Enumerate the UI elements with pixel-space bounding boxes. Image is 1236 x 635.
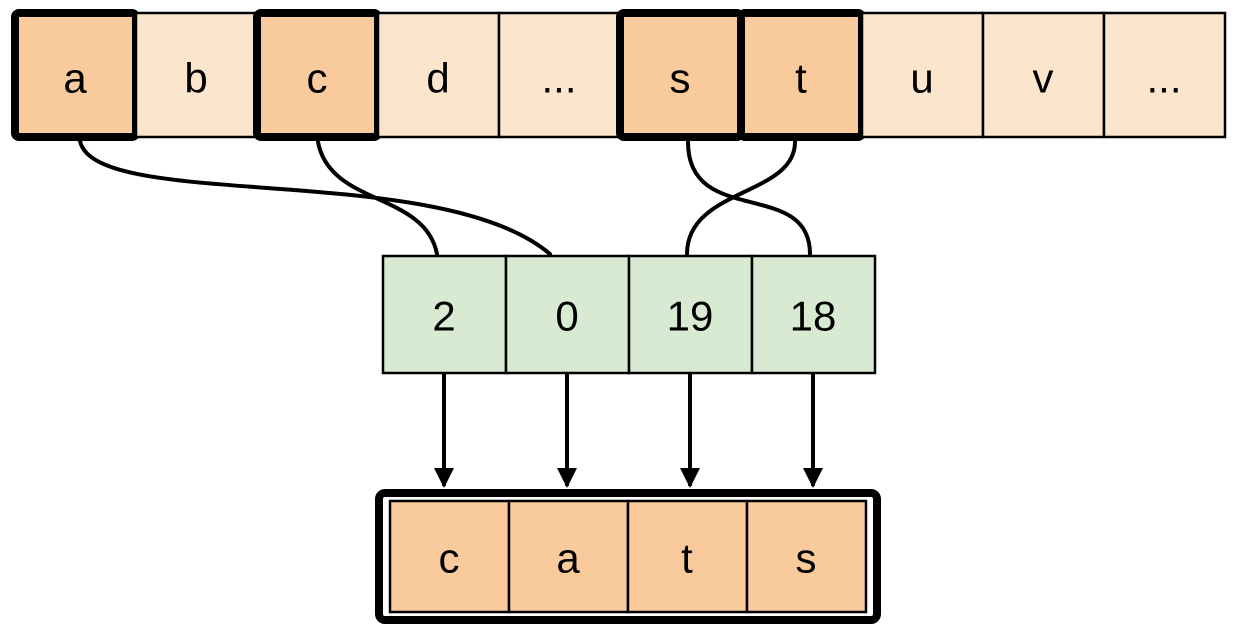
curve-a-to-0	[78, 139, 552, 256]
alphabet-cell-a: a	[11, 9, 140, 141]
result-cell-s-box	[745, 499, 868, 614]
alphabet-cell-u-box	[860, 11, 985, 139]
alphabet-cell-b-label: b	[184, 55, 207, 102]
curve-s-to-18	[686, 140, 812, 256]
index-cell-0: 0	[504, 254, 631, 375]
result-cell-a-label: a	[556, 535, 580, 582]
index-cell-19: 19	[627, 254, 754, 375]
alphabet-cell-b: b	[134, 11, 259, 139]
result-cell-t: t	[626, 499, 749, 614]
alphabet-cell-u-label: u	[910, 55, 933, 102]
result-row: c a t s	[375, 489, 881, 624]
alphabet-cell-s-label: s	[670, 55, 691, 102]
index-cell-18-box	[750, 254, 877, 375]
alphabet-cell-ellipsis-1-label: ...	[541, 55, 576, 102]
alphabet-cell-ellipsis-1: ...	[497, 11, 622, 139]
alphabet-cell-v-box	[981, 11, 1106, 139]
alphabet-cell-t: t	[737, 9, 866, 141]
alphabet-cell-t-label: t	[795, 55, 807, 102]
index-to-result-arrows	[434, 374, 823, 488]
alphabet-cell-ellipsis-2-label: ...	[1146, 55, 1181, 102]
result-cell-c: c	[388, 499, 511, 614]
alphabet-cell-b-box	[134, 11, 259, 139]
result-cell-t-label: t	[681, 535, 693, 582]
alphabet-cell-s: s	[616, 9, 745, 141]
alphabet-cell-v: v	[981, 11, 1106, 139]
result-cell-a: a	[507, 499, 630, 614]
result-cell-s-label: s	[796, 535, 817, 582]
index-cell-18: 18	[750, 254, 877, 375]
index-cell-19-value: 19	[667, 293, 714, 340]
alphabet-cell-v-label: v	[1033, 55, 1054, 102]
alphabet-cell-d: d	[376, 11, 501, 139]
index-cell-18-value: 18	[790, 293, 837, 340]
index-cell-0-value: 0	[555, 293, 578, 340]
result-cell-c-label: c	[439, 535, 460, 582]
index-cell-2-value: 2	[432, 293, 455, 340]
index-cell-2: 2	[381, 254, 508, 375]
alphabet-cell-ellipsis-2: ...	[1102, 11, 1227, 139]
alphabet-cell-c: c	[253, 9, 382, 141]
alphabet-cell-d-label: d	[426, 55, 449, 102]
alphabet-cell-u: u	[860, 11, 985, 139]
result-cell-a-box	[507, 499, 630, 614]
result-cell-c-box	[388, 499, 511, 614]
index-row: 2 0 19 18	[381, 254, 877, 375]
result-cell-s: s	[745, 499, 868, 614]
alphabet-cell-ellipsis-2-box	[1102, 11, 1227, 139]
alphabet-row: a b c d ... s t u	[11, 9, 1227, 141]
curve-t-to-19	[685, 140, 797, 256]
alphabet-cell-c-label: c	[307, 55, 328, 102]
curve-c-to-2	[316, 140, 439, 256]
index-cell-0-box	[504, 254, 631, 375]
mapping-curves	[78, 139, 812, 256]
result-cell-t-box	[626, 499, 749, 614]
alphabet-cell-a-label: a	[63, 55, 87, 102]
index-cell-2-box	[381, 254, 508, 375]
